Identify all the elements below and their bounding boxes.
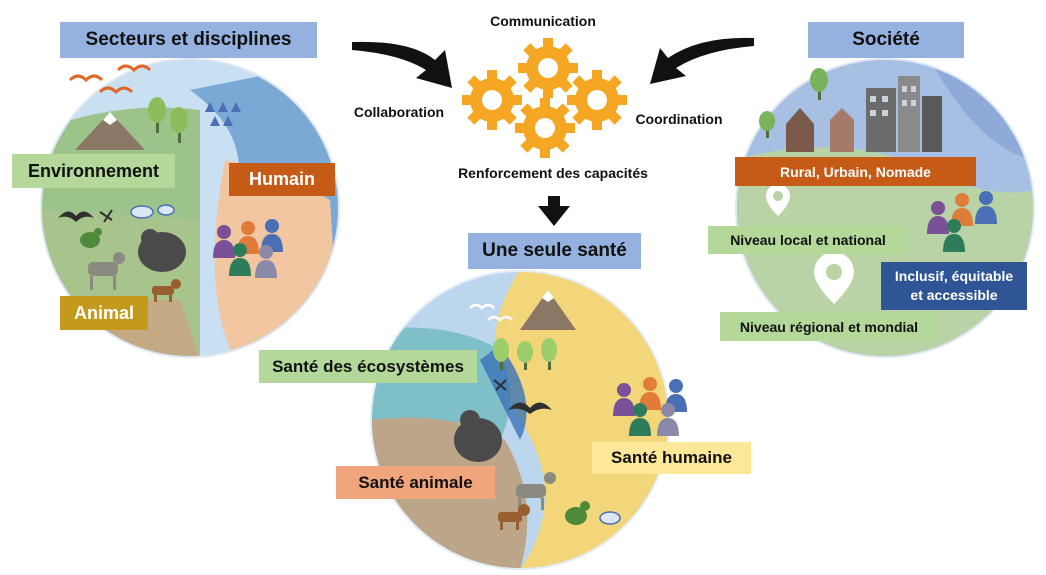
- human-label: Humain: [229, 163, 335, 196]
- inclusive-equitable-label: Inclusif, équitable et accessible: [881, 262, 1027, 310]
- dog-icon: [498, 504, 530, 530]
- regional-global-level-label: Niveau régional et mondial: [720, 312, 938, 341]
- location-pin-icon: [814, 252, 854, 304]
- inclusive-line-1: Inclusif, équitable: [894, 268, 1014, 284]
- bird-icon: [469, 303, 513, 322]
- fish-icon: [130, 204, 175, 219]
- building-icon: [866, 76, 942, 152]
- bird-icon: [68, 64, 152, 95]
- animal-label: Animal: [60, 296, 148, 330]
- communication-label: Communication: [490, 13, 596, 29]
- animal-health-label: Santé animale: [336, 466, 495, 499]
- coordination-label: Coordination: [635, 111, 723, 127]
- goat-icon: [516, 472, 556, 510]
- collaboration-label: Collaboration: [353, 104, 445, 120]
- bat-icon: [58, 211, 94, 222]
- tree-icon: [759, 68, 828, 138]
- inclusive-line-2: et accessible: [910, 287, 998, 303]
- bottom-circle-illustration: [370, 270, 687, 570]
- arrow-icon: [650, 37, 754, 84]
- society-title: Société: [808, 22, 964, 58]
- arrow-icon: [352, 41, 452, 88]
- capacity-building-label: Renforcement des capacités: [458, 165, 648, 181]
- fish-icon: [599, 511, 621, 525]
- gear-icon: [567, 70, 627, 130]
- tree-icon: [148, 97, 188, 143]
- ecosystem-health-label: Santé des écosystèmes: [259, 350, 477, 383]
- human-health-label: Santé humaine: [592, 442, 751, 474]
- mountain-icon: [75, 112, 145, 150]
- dog-icon: [152, 279, 181, 302]
- gorilla-icon: [138, 229, 186, 272]
- goat-icon: [88, 252, 125, 290]
- rural-urban-nomadic-label: Rural, Urbain, Nomade: [735, 157, 976, 186]
- hen-icon: [80, 228, 102, 248]
- mountain-icon: [520, 290, 576, 330]
- mosquito-icon: [99, 209, 113, 223]
- gear-icon: [518, 38, 578, 98]
- environment-label: Environnement: [12, 154, 175, 188]
- bat-icon: [508, 402, 552, 414]
- house-icon: [786, 108, 854, 152]
- local-national-level-label: Niveau local et national: [708, 226, 908, 254]
- location-pin-icon: [766, 184, 790, 216]
- gorilla-icon: [454, 410, 502, 462]
- tree-icon: [493, 338, 557, 370]
- arrow-icon: [538, 196, 570, 226]
- plant-icon: [205, 102, 241, 126]
- hen-icon: [565, 501, 590, 525]
- gear-icon: [515, 98, 575, 158]
- sectors-disciplines-title: Secteurs et disciplines: [60, 22, 317, 58]
- mosquito-icon: [493, 379, 507, 391]
- gear-icon: [462, 70, 522, 130]
- one-health-title: Une seule santé: [468, 233, 641, 269]
